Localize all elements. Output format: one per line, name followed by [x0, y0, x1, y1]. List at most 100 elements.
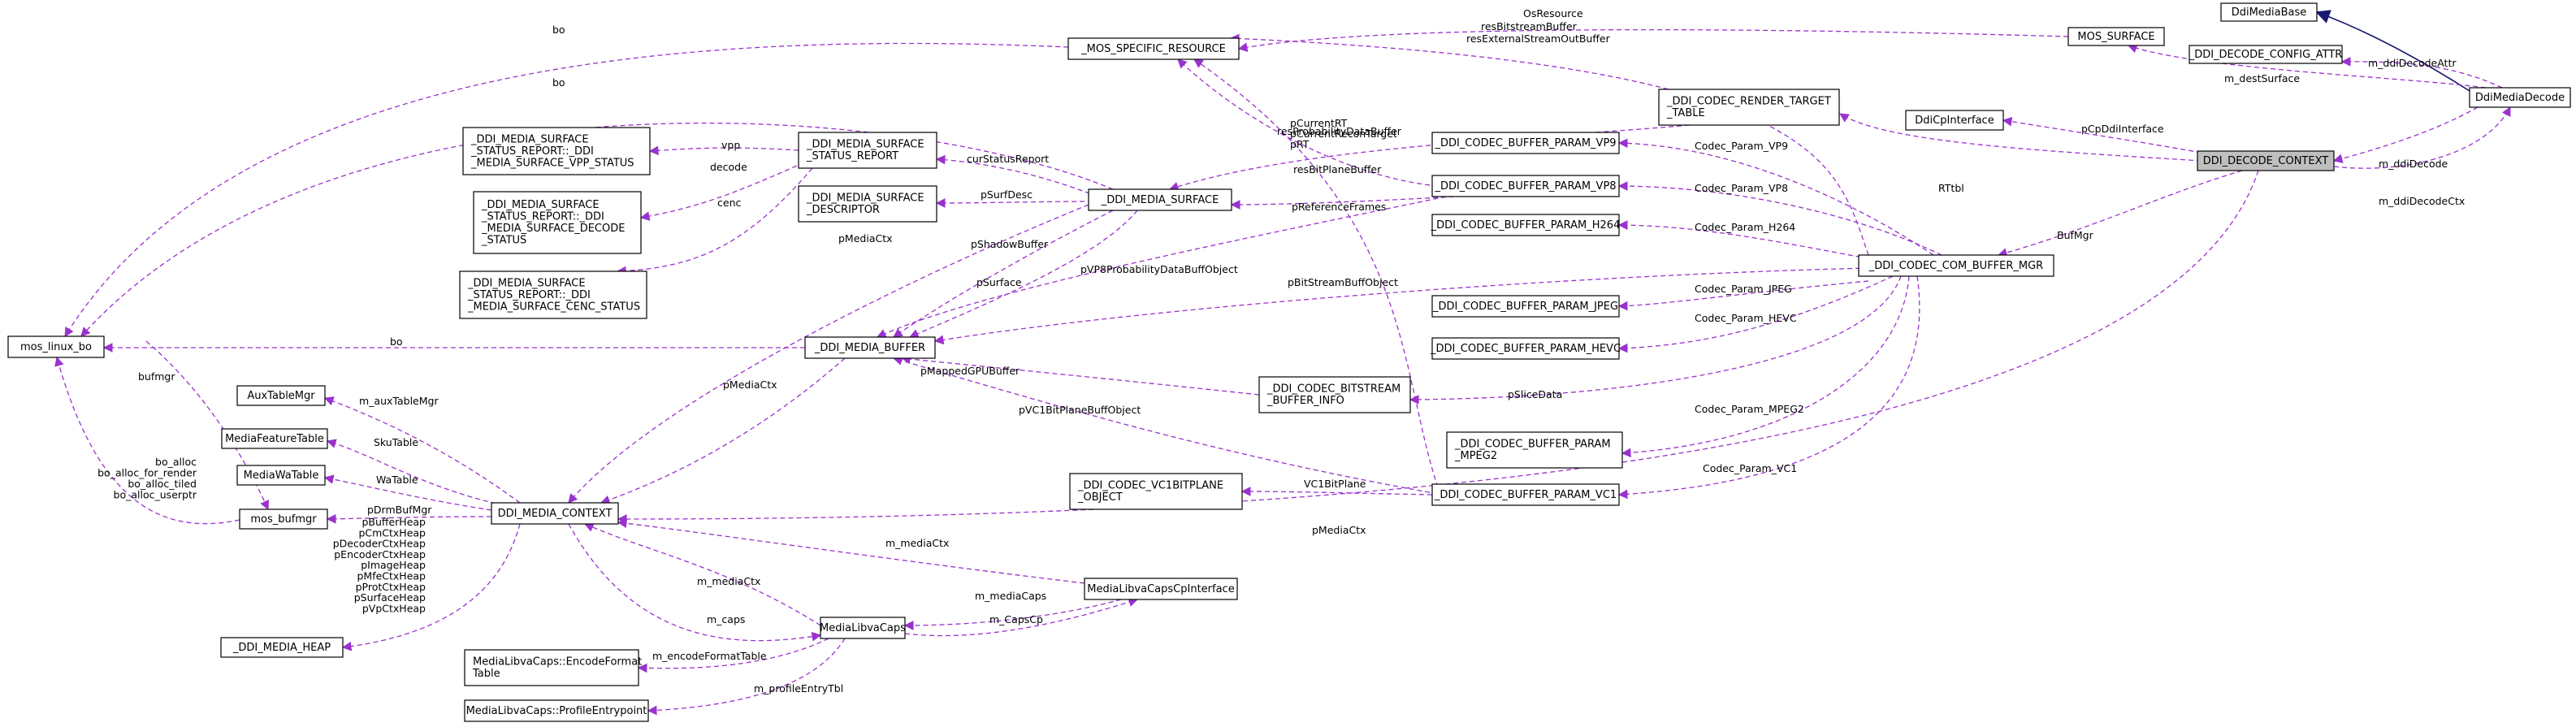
node-surface-status-report[interactable]: _DDI_MEDIA_SURFACE_STATUS_REPORT	[798, 132, 937, 169]
node-mos-specific-resource[interactable]: _MOS_SPECIFIC_RESOURCE	[1067, 37, 1240, 60]
node-buffer-param-h264[interactable]: _DDI_CODEC_BUFFER_PARAM_H264	[1431, 214, 1621, 236]
node-media-wa-table[interactable]: MediaWaTable	[236, 465, 326, 486]
edge-label-pVP8ProbabilityDataBuffObject: pVP8ProbabilityDataBuffObject	[1080, 263, 1238, 275]
edge-label-m-destSurface: m_destSurface	[2224, 72, 2300, 84]
node-label: mos_linux_bo	[20, 341, 92, 353]
node-profile-entrypoint[interactable]: MediaLibvaCaps::ProfileEntrypoint	[464, 699, 649, 722]
edge-label-pSliceData: pSliceData	[1508, 388, 1562, 400]
edge-label-decode: decode	[710, 161, 747, 173]
node-ddi-media-surface[interactable]: _DDI_MEDIA_SURFACE	[1088, 188, 1232, 211]
edge-label-heap-labels: pMfeCtxHeap	[357, 570, 426, 582]
edge	[1617, 280, 1869, 311]
edge	[600, 357, 846, 504]
node-buffer-param-hevc[interactable]: _DDI_CODEC_BUFFER_PARAM_HEVC	[1430, 337, 1621, 360]
node-ddi-decode-context[interactable]: DDI_DECODE_CONTEXT	[2197, 150, 2335, 171]
node-label: _STATUS_REPORT::_DDI	[467, 289, 591, 301]
edge-label-pMediaCtx-surface: pMediaCtx	[838, 232, 893, 244]
node-ddi-media-base[interactable]: DdiMediaBase	[2220, 2, 2318, 22]
edge	[2315, 10, 2470, 92]
node-status-report-vpp[interactable]: _DDI_MEDIA_SURFACE_STATUS_REPORT::_DDI_M…	[462, 127, 651, 175]
node-media-libva-caps-cp-interface[interactable]: MediaLibvaCapsCpInterface	[1084, 578, 1238, 600]
edge-label-m-mediaCaps: m_mediaCaps	[975, 590, 1046, 602]
edge	[1617, 181, 1942, 256]
edge-label-m-mediaCtx-caps: m_mediaCtx	[697, 575, 760, 587]
node-label: _DDI_CODEC_BUFFER_PARAM_JPEG	[1432, 301, 1618, 313]
node-surface-descriptor[interactable]: _DDI_MEDIA_SURFACE_DESCRIPTOR	[798, 185, 937, 223]
edge-label-pSurfDesc: pSurfDesc	[981, 188, 1033, 201]
edge-label-curStatusReport: curStatusReport	[967, 153, 1049, 165]
node-buffer-param-jpeg[interactable]: _DDI_CODEC_BUFFER_PARAM_JPEG	[1431, 295, 1620, 318]
node-ddi-cp-interface[interactable]: DdiCpInterface	[1905, 110, 2004, 131]
edge-label-bo-surface: bo	[552, 76, 565, 89]
node-label: _DDI_DECODE_CONFIG_ATTR	[2189, 49, 2343, 61]
edge-label-cenc: cenc	[717, 197, 741, 209]
node-media-feature-table[interactable]: MediaFeatureTable	[221, 428, 328, 449]
edge-label-OsResource: OsResource	[1523, 7, 1583, 19]
edge	[2332, 106, 2479, 163]
node-status-report-decode[interactable]: _DDI_MEDIA_SURFACE_STATUS_REPORT::_DDI_M…	[473, 191, 642, 254]
node-vc1-bitplane-object[interactable]: _DDI_CODEC_VC1BITPLANE_OBJECT	[1069, 473, 1243, 510]
edge	[1237, 28, 2069, 52]
edge-label-m-ddiDecode: m_ddiDecode	[2379, 158, 2448, 170]
edge-label-Codec-Param-HEVC: Codec_Param_HEVC	[1695, 312, 1797, 324]
edge-label-pReferenceFrames: pReferenceFrames	[1292, 201, 1386, 213]
node-label: _DDI_MEDIA_HEAP	[232, 642, 331, 654]
edge-label-pSurface: pSurface	[976, 276, 1022, 288]
edge	[323, 396, 521, 504]
edge	[647, 638, 846, 716]
edge-label-bo-resource: bo	[552, 24, 565, 36]
node-buffer-param-vp8[interactable]: _DDI_CODEC_BUFFER_PARAM_VP8	[1431, 175, 1620, 197]
node-label: MediaWaTable	[244, 470, 319, 482]
node-ddi-media-context[interactable]: DDI_MEDIA_CONTEXT	[491, 502, 619, 525]
node-label: AuxTableMgr	[247, 390, 315, 402]
edge	[935, 154, 1106, 201]
edge-label-pShadowBuffer: pShadowBuffer	[971, 238, 1049, 250]
node-com-buffer-mgr[interactable]: _DDI_CODEC_COM_BUFFER_MGR	[1858, 254, 2054, 277]
node-bitstream-buffer-info[interactable]: _DDI_CODEC_BITSTREAM_BUFFER_INFO	[1258, 376, 1411, 413]
node-buffer-param-mpeg2[interactable]: _DDI_CODEC_BUFFER_PARAM_MPEG2	[1446, 431, 1623, 469]
edge-label-heap-labels: pImageHeap	[361, 559, 426, 571]
node-ddi-media-buffer[interactable]: _DDI_MEDIA_BUFFER	[804, 336, 936, 359]
edge-label-rt-labels: pCurrentReconTarget	[1290, 128, 1397, 140]
node-buffer-param-vc1[interactable]: _DDI_CODEC_BUFFER_PARAM_VC1	[1431, 483, 1620, 506]
edge-label-rt-labels: pCurrentRT	[1290, 117, 1348, 129]
edge	[2002, 116, 2202, 154]
node-mos-surface[interactable]: MOS_SURFACE	[2067, 27, 2165, 46]
node-render-target-table[interactable]: _DDI_CODEC_RENDER_TARGET_TABLE	[1658, 89, 1840, 126]
node-ddi-media-decode[interactable]: DdiMediaDecode	[2469, 87, 2571, 108]
node-ddi-media-heap[interactable]: _DDI_MEDIA_HEAP	[220, 637, 344, 658]
edge	[568, 204, 1089, 504]
node-label: _MEDIA_SURFACE_CENC_STATUS	[467, 301, 640, 313]
edge-label-heap-labels: pSurfaceHeap	[354, 591, 426, 604]
node-buffer-param-vp9[interactable]: _DDI_CODEC_BUFFER_PARAM_VP9	[1431, 132, 1620, 154]
node-status-report-cenc[interactable]: _DDI_MEDIA_SURFACE_STATUS_REPORT::_DDI_M…	[459, 270, 647, 319]
node-media-libva-caps[interactable]: MediaLibvaCaps	[820, 617, 906, 639]
node-ddi-decode-config-attr[interactable]: _DDI_DECODE_CONFIG_ATTR	[2189, 45, 2343, 64]
node-label: _DDI_CODEC_BUFFER_PARAM_HEVC	[1430, 343, 1621, 355]
edge-label-heap-labels: pBufferHeap	[362, 516, 426, 528]
edge-label-m-CapsCp: m_CapsCp	[989, 613, 1043, 625]
edge	[54, 356, 240, 525]
edge	[616, 167, 813, 276]
node-label: MediaLibvaCaps::EncodeFormat	[473, 656, 642, 669]
node-mos-bufmgr[interactable]: mos_bufmgr	[239, 508, 328, 530]
node-label: MediaLibvaCaps	[820, 622, 906, 634]
edge-label-Codec-Param-MPEG2: Codec_Param_MPEG2	[1695, 403, 1804, 415]
node-label: _MEDIA_SURFACE_VPP_STATUS	[470, 157, 634, 169]
node-label: _TABLE	[1666, 107, 1705, 119]
node-label: MOS_SURFACE	[2077, 31, 2154, 43]
edge	[1997, 170, 2243, 257]
edge	[933, 267, 1869, 345]
edge	[64, 42, 1069, 337]
edge	[876, 194, 1455, 338]
edge-label-pMediaCtx-ctx: pMediaCtx	[1312, 524, 1366, 536]
node-aux-table-mgr[interactable]: AuxTableMgr	[236, 385, 326, 406]
edge	[893, 210, 1114, 338]
node-label: DDI_MEDIA_CONTEXT	[498, 508, 613, 520]
edge-label-pBitStreamBuffObject: pBitStreamBuffObject	[1288, 276, 1398, 288]
edge-label-BufMgr: BufMgr	[2057, 229, 2094, 241]
node-label: _BUFFER_INFO	[1266, 395, 1344, 407]
node-mos-linux-bo[interactable]: mos_linux_bo	[7, 335, 105, 358]
